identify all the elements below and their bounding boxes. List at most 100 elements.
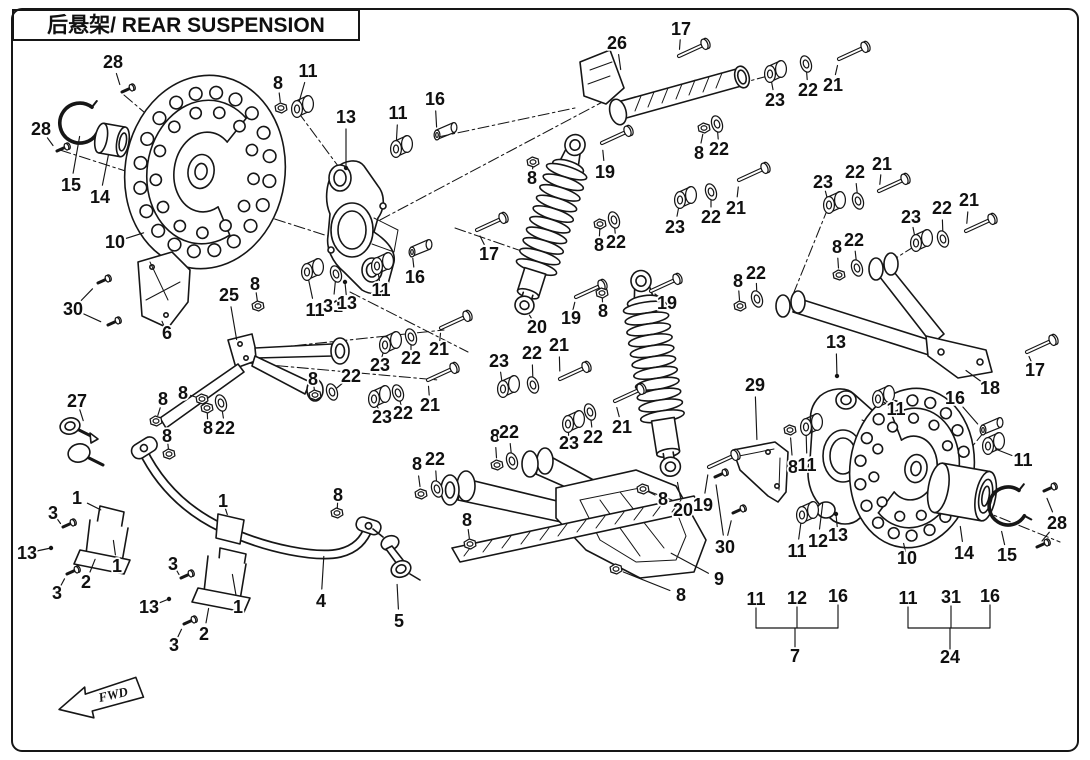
leader-line (435, 470, 438, 483)
callout-27: 27 (65, 389, 89, 422)
callout-3: 3 (50, 565, 81, 605)
bushing-icon (909, 228, 934, 253)
page-title: 后悬架/ REAR SUSPENSION (47, 14, 325, 37)
leader-line (79, 409, 84, 422)
callout-number: 8 (676, 585, 686, 605)
shock-absorber-left (514, 133, 588, 316)
callout-3: 3 (167, 615, 198, 657)
leader-line (156, 599, 168, 605)
callout-number: 3 (48, 503, 58, 523)
hub-24 (926, 462, 998, 522)
callout-11: 11 (290, 59, 319, 119)
washer-icon (607, 211, 621, 229)
callout-21: 21 (610, 382, 647, 439)
nut-icon (490, 459, 504, 471)
leader-line (83, 313, 102, 323)
callout-20: 20 (525, 314, 549, 339)
callout-16: 16 (423, 87, 458, 141)
leader-line (818, 502, 824, 530)
callout-number: 6 (162, 323, 172, 343)
callout-28: 28 (1035, 482, 1069, 549)
callout-21: 21 (957, 188, 998, 234)
leader-line (654, 293, 662, 299)
callout-12: 12 (806, 502, 830, 553)
bushing-icon (822, 190, 847, 215)
callout-number: 2 (199, 624, 209, 644)
leader-line (205, 607, 210, 624)
leader-line (602, 149, 605, 161)
callout-8: 8 (160, 424, 176, 460)
callout-number: 27 (67, 391, 87, 411)
bolt-icon (876, 172, 911, 194)
callout-14: 14 (952, 525, 976, 565)
callout-number: 21 (959, 190, 979, 210)
leader-line (790, 437, 793, 456)
leader-line (835, 515, 838, 528)
nut-icon (330, 507, 344, 519)
callout-number: 21 (726, 198, 746, 218)
callout-number: 8 (733, 271, 743, 291)
callout-number: 17 (671, 19, 691, 39)
callout-number: 8 (598, 301, 608, 321)
callout-number: 20 (527, 317, 547, 337)
nut-icon (149, 415, 163, 427)
callout-number: 8 (178, 383, 188, 403)
callout-30: 30 (713, 468, 747, 559)
washer-icon (710, 115, 724, 133)
callout-number: 22 (845, 162, 865, 182)
hatch-shading (463, 72, 723, 557)
leader-line (798, 522, 802, 540)
callout-number: 23 (901, 207, 921, 227)
callout-number: 23 (559, 433, 579, 453)
callout-number: 8 (308, 369, 318, 389)
screw-icon (120, 83, 136, 94)
callout-number: 19 (595, 162, 615, 182)
leader-line (72, 135, 81, 174)
callout-number: 23 (813, 172, 833, 192)
nut-icon (593, 218, 607, 230)
bolt-icon (648, 272, 683, 294)
callout-13: 13 (335, 279, 359, 315)
callout-number: 13 (17, 543, 37, 563)
callout-8: 8 (149, 387, 170, 427)
callout-number: 1 (218, 491, 228, 511)
callout-22: 22 (842, 228, 866, 277)
leader-line (175, 569, 180, 576)
nut-icon (526, 156, 540, 168)
callout-number: 16 (405, 267, 425, 287)
dot-icon (834, 373, 840, 379)
leader-line (959, 525, 963, 542)
callout-number: 17 (479, 244, 499, 264)
leader-line (230, 306, 238, 341)
leader-line (754, 396, 758, 441)
washer-icon (850, 259, 864, 277)
callout-number: 23 (372, 407, 392, 427)
callout-number: 1 (112, 556, 122, 576)
leader-line (36, 547, 50, 552)
group-member-number: 16 (980, 586, 1000, 606)
callout-number: 14 (90, 187, 110, 207)
washer-icon (214, 394, 228, 412)
callout-number: 21 (823, 75, 843, 95)
nut-icon (636, 483, 650, 495)
bushing-icon (799, 412, 824, 437)
callout-number: 8 (694, 143, 704, 163)
nut-icon (251, 300, 265, 312)
screw-icon (65, 565, 81, 576)
callout-22: 22 (391, 384, 415, 425)
callout-number: 26 (607, 33, 627, 53)
callout-8: 8 (731, 269, 747, 312)
screw-icon (713, 468, 729, 479)
leader-line (333, 281, 336, 295)
screw-icon (1035, 538, 1051, 549)
callout-number: 3 (52, 583, 62, 603)
shock-absorber-right (622, 269, 685, 477)
callout-number: 8 (250, 274, 260, 294)
guard-bracket-29 (732, 441, 789, 503)
callout-11: 11 (871, 384, 907, 421)
callout-17: 17 (669, 17, 711, 59)
bolt-icon (836, 40, 871, 62)
callout-number: 21 (429, 339, 449, 359)
arm-25 (159, 333, 350, 429)
